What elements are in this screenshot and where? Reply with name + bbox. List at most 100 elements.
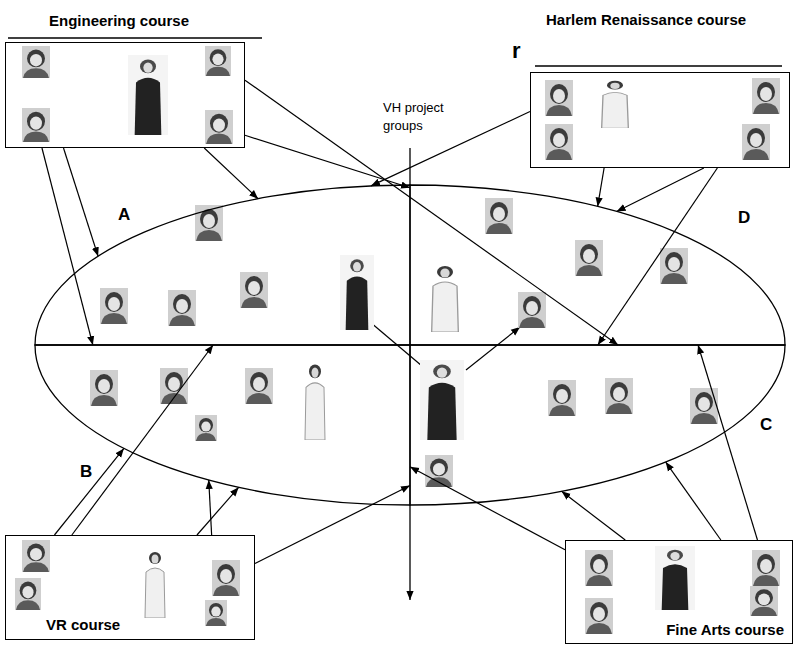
portrait-photo xyxy=(742,124,770,160)
connector-arrow xyxy=(598,168,718,345)
connector-arrow xyxy=(255,486,410,564)
group-heading: VH project groups xyxy=(383,100,444,133)
portrait-photo xyxy=(585,550,613,586)
project-ellipse: VH project groupsADBC xyxy=(35,185,785,505)
text-slot: Engineering course xyxy=(49,12,189,30)
connector-arrow xyxy=(617,168,704,211)
course-box: Engineering course xyxy=(5,42,245,148)
figure-photo xyxy=(655,546,695,610)
portrait-photo xyxy=(22,108,50,142)
portrait-photo xyxy=(605,378,633,414)
quadrant-letter: D xyxy=(738,208,750,227)
portrait-photo xyxy=(205,46,231,76)
portrait-photo xyxy=(548,380,576,416)
figure-photo xyxy=(300,360,330,440)
quadrant-outline xyxy=(35,185,410,345)
connector-arrow xyxy=(410,467,565,550)
divider-line xyxy=(409,148,410,185)
portrait-photo xyxy=(100,288,128,324)
text-slot: Harlem Renaissance course xyxy=(546,11,746,29)
portrait-photo xyxy=(585,598,613,634)
connector-arrow xyxy=(245,80,618,345)
portrait-photo xyxy=(660,248,688,284)
quadrant-outline-path xyxy=(35,345,410,505)
portrait-photo xyxy=(212,560,240,596)
portrait-photo xyxy=(205,600,227,626)
figure-photo xyxy=(128,55,168,135)
portrait-photo xyxy=(22,46,50,78)
course-label: Fine Arts course xyxy=(666,621,784,638)
portrait-photo xyxy=(752,78,780,114)
portrait-photo xyxy=(245,368,273,404)
divider-arrow xyxy=(409,505,410,600)
connector-arrow xyxy=(666,462,721,540)
quadrant-region: A xyxy=(35,185,410,345)
figure-photo xyxy=(595,78,635,128)
quadrant-outline-path xyxy=(410,345,785,505)
text-slot: A xyxy=(118,205,130,225)
portrait-photo xyxy=(195,415,217,441)
text-slot: D xyxy=(738,208,750,228)
quadrant-letter: A xyxy=(118,205,130,224)
connector-arrow xyxy=(562,491,626,540)
portrait-photo xyxy=(545,80,573,116)
portrait-photo xyxy=(545,124,573,160)
text-slot: C xyxy=(760,415,772,435)
figure-photo xyxy=(420,360,464,440)
text-slot: B xyxy=(80,462,92,482)
heading-underline xyxy=(8,37,262,38)
quadrant-outline xyxy=(35,345,410,505)
course-heading: Engineering course xyxy=(49,12,189,29)
quadrant-region: D xyxy=(410,185,785,345)
figure-photo xyxy=(340,255,374,330)
portrait-photo xyxy=(752,550,780,586)
quadrant-letter: C xyxy=(760,415,772,434)
text-slot: VH project groups xyxy=(383,98,463,134)
heading-underline xyxy=(535,65,782,66)
text-slot: Fine Arts course xyxy=(666,621,784,639)
course-box: Fine Arts course xyxy=(565,540,793,644)
quadrant-outline xyxy=(410,345,785,505)
course-box: Harlem Renaissance course xyxy=(530,72,790,168)
portrait-photo xyxy=(240,272,268,308)
portrait-photo xyxy=(15,578,41,610)
course-label: VR course xyxy=(46,616,120,633)
member-link xyxy=(370,322,422,366)
quadrant-outline-path xyxy=(35,185,410,345)
connector-arrow xyxy=(72,345,213,535)
portrait-photo xyxy=(22,540,50,572)
connector-arrow xyxy=(63,148,98,256)
connector-group xyxy=(42,80,758,563)
connector-arrow xyxy=(598,168,604,206)
portrait-photo xyxy=(168,290,196,326)
connector-arrow xyxy=(209,480,212,535)
connector-arrow xyxy=(54,448,123,535)
quadrant-outline xyxy=(410,185,785,345)
connector-arrow xyxy=(197,487,239,535)
portrait-photo xyxy=(205,110,233,144)
portrait-photo xyxy=(690,388,718,424)
connector-arrow xyxy=(204,148,258,199)
portrait-photo xyxy=(750,586,778,616)
course-heading: Harlem Renaissance course xyxy=(546,11,746,28)
quadrant-outline-path xyxy=(410,185,785,345)
course-box: VR course xyxy=(5,535,255,640)
portrait-photo xyxy=(575,240,603,276)
portrait-photo xyxy=(90,370,118,406)
quadrant-letter: B xyxy=(80,462,92,481)
text-slot: r xyxy=(512,38,521,64)
member-link xyxy=(466,327,520,370)
portrait-photo xyxy=(518,292,546,328)
stray-mark: r xyxy=(512,38,521,63)
quadrant-region: B xyxy=(35,345,410,505)
text-slot: VR course xyxy=(46,616,120,634)
figure-photo xyxy=(140,548,170,618)
connector-arrow xyxy=(42,148,93,345)
portrait-photo xyxy=(485,198,513,234)
quadrant-region: C xyxy=(410,345,785,505)
figure-photo xyxy=(425,262,465,332)
